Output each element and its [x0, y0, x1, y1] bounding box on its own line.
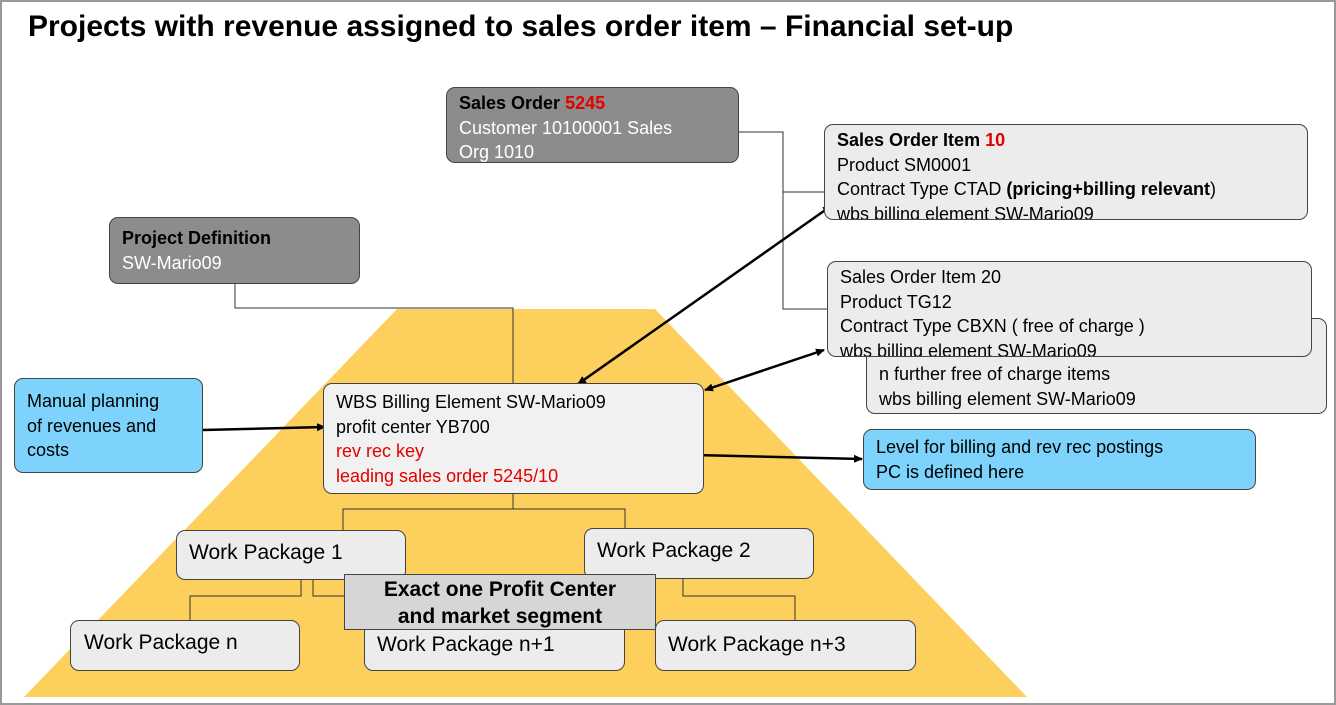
manual-planning-line3: costs	[27, 440, 70, 460]
item10-number: 10	[985, 130, 1006, 150]
project-definition-box: Project Definition SW-Mario09	[109, 217, 360, 284]
billing-level-box: Level for billing and rev rec postings P…	[863, 429, 1256, 490]
manual-planning-line2: of revenues and	[27, 415, 157, 436]
item10-wbs: wbs billing element SW-Mario09	[837, 203, 1094, 220]
wbs-leading-sales-order: leading sales order 5245/10	[336, 465, 559, 486]
work-package-1: Work Package 1	[176, 530, 406, 580]
wbs-element-id: WBS Billing Element SW-Mario09	[336, 392, 606, 412]
work-package-n-label: Work Package n	[84, 631, 238, 654]
wbs-rev-rec-key: rev rec key	[336, 441, 425, 461]
sales-order-customer: Customer 10100001 Sales	[459, 117, 673, 138]
item20-wbs: wbs billing element SW-Mario09	[840, 340, 1097, 357]
work-package-1-label: Work Package 1	[189, 541, 343, 564]
manual-planning-box: Manual planning of revenues and costs	[14, 378, 203, 473]
project-definition-label: Project Definition	[122, 228, 272, 248]
connector-project-to-wbs	[234, 284, 514, 383]
sales-order-item-20-box: Sales Order Item 20 Product TG12 Contrac…	[827, 261, 1312, 357]
project-definition-id: SW-Mario09	[122, 252, 222, 273]
sales-order-label: Sales Order	[459, 93, 561, 113]
item20-label: Sales Order Item 20	[840, 267, 1002, 287]
arrow-item10-wbs	[577, 204, 832, 386]
connector-wp1-to-children	[189, 580, 302, 620]
item20-product: Product TG12	[840, 291, 952, 312]
connector-sales-order-to-items	[739, 131, 828, 310]
item20-contract: Contract Type CBXN ( free of charge )	[840, 316, 1145, 336]
connector-wp2-to-wpn3	[682, 579, 796, 620]
connector-wbs-to-wp2	[512, 494, 626, 530]
wbs-billing-element-box: WBS Billing Element SW-Mario09 profit ce…	[323, 383, 704, 494]
work-package-n-plus-3: Work Package n+3	[655, 620, 916, 671]
manual-planning-line1: Manual planning	[27, 391, 160, 411]
project-pyramid	[24, 309, 1027, 697]
item10-contract-close: )	[1209, 179, 1216, 199]
further-items-wbs: wbs billing element SW-Mario09	[879, 388, 1136, 409]
banner-line2: and market segment	[397, 605, 603, 628]
billing-level-line2: PC is defined here	[876, 461, 1025, 482]
item10-contract-relevance: (pricing+billing relevant	[1006, 179, 1210, 199]
further-items-line1: n further free of charge items	[879, 364, 1111, 384]
work-package-2: Work Package 2	[584, 528, 814, 579]
banner-line1: Exact one Profit Center	[383, 578, 617, 601]
item10-product: Product SM0001	[837, 154, 972, 175]
item10-label: Sales Order Item	[837, 130, 981, 150]
sales-order-item-10-box: Sales Order Item 10 Product SM0001 Contr…	[824, 124, 1308, 220]
work-package-n-plus-3-label: Work Package n+3	[668, 633, 846, 656]
arrow-item20-wbs	[704, 348, 825, 392]
wbs-profit-center: profit center YB700	[336, 416, 490, 437]
work-package-n-plus-1-label: Work Package n+1	[377, 633, 555, 656]
item10-contract-type: Contract Type CTAD	[837, 179, 1002, 199]
profit-center-banner: Exact one Profit Center and market segme…	[344, 574, 656, 630]
billing-level-line1: Level for billing and rev rec postings	[876, 437, 1164, 457]
sales-order-number: 5245	[565, 93, 606, 113]
work-package-2-label: Work Package 2	[597, 539, 751, 562]
arrow-manual-planning	[202, 423, 326, 432]
work-package-n: Work Package n	[70, 620, 300, 671]
sales-order-box: Sales Order 5245 Customer 10100001 Sales…	[446, 87, 739, 163]
sales-order-org: Org 1010	[459, 142, 535, 162]
page-title: Projects with revenue assigned to sales …	[28, 10, 1014, 43]
